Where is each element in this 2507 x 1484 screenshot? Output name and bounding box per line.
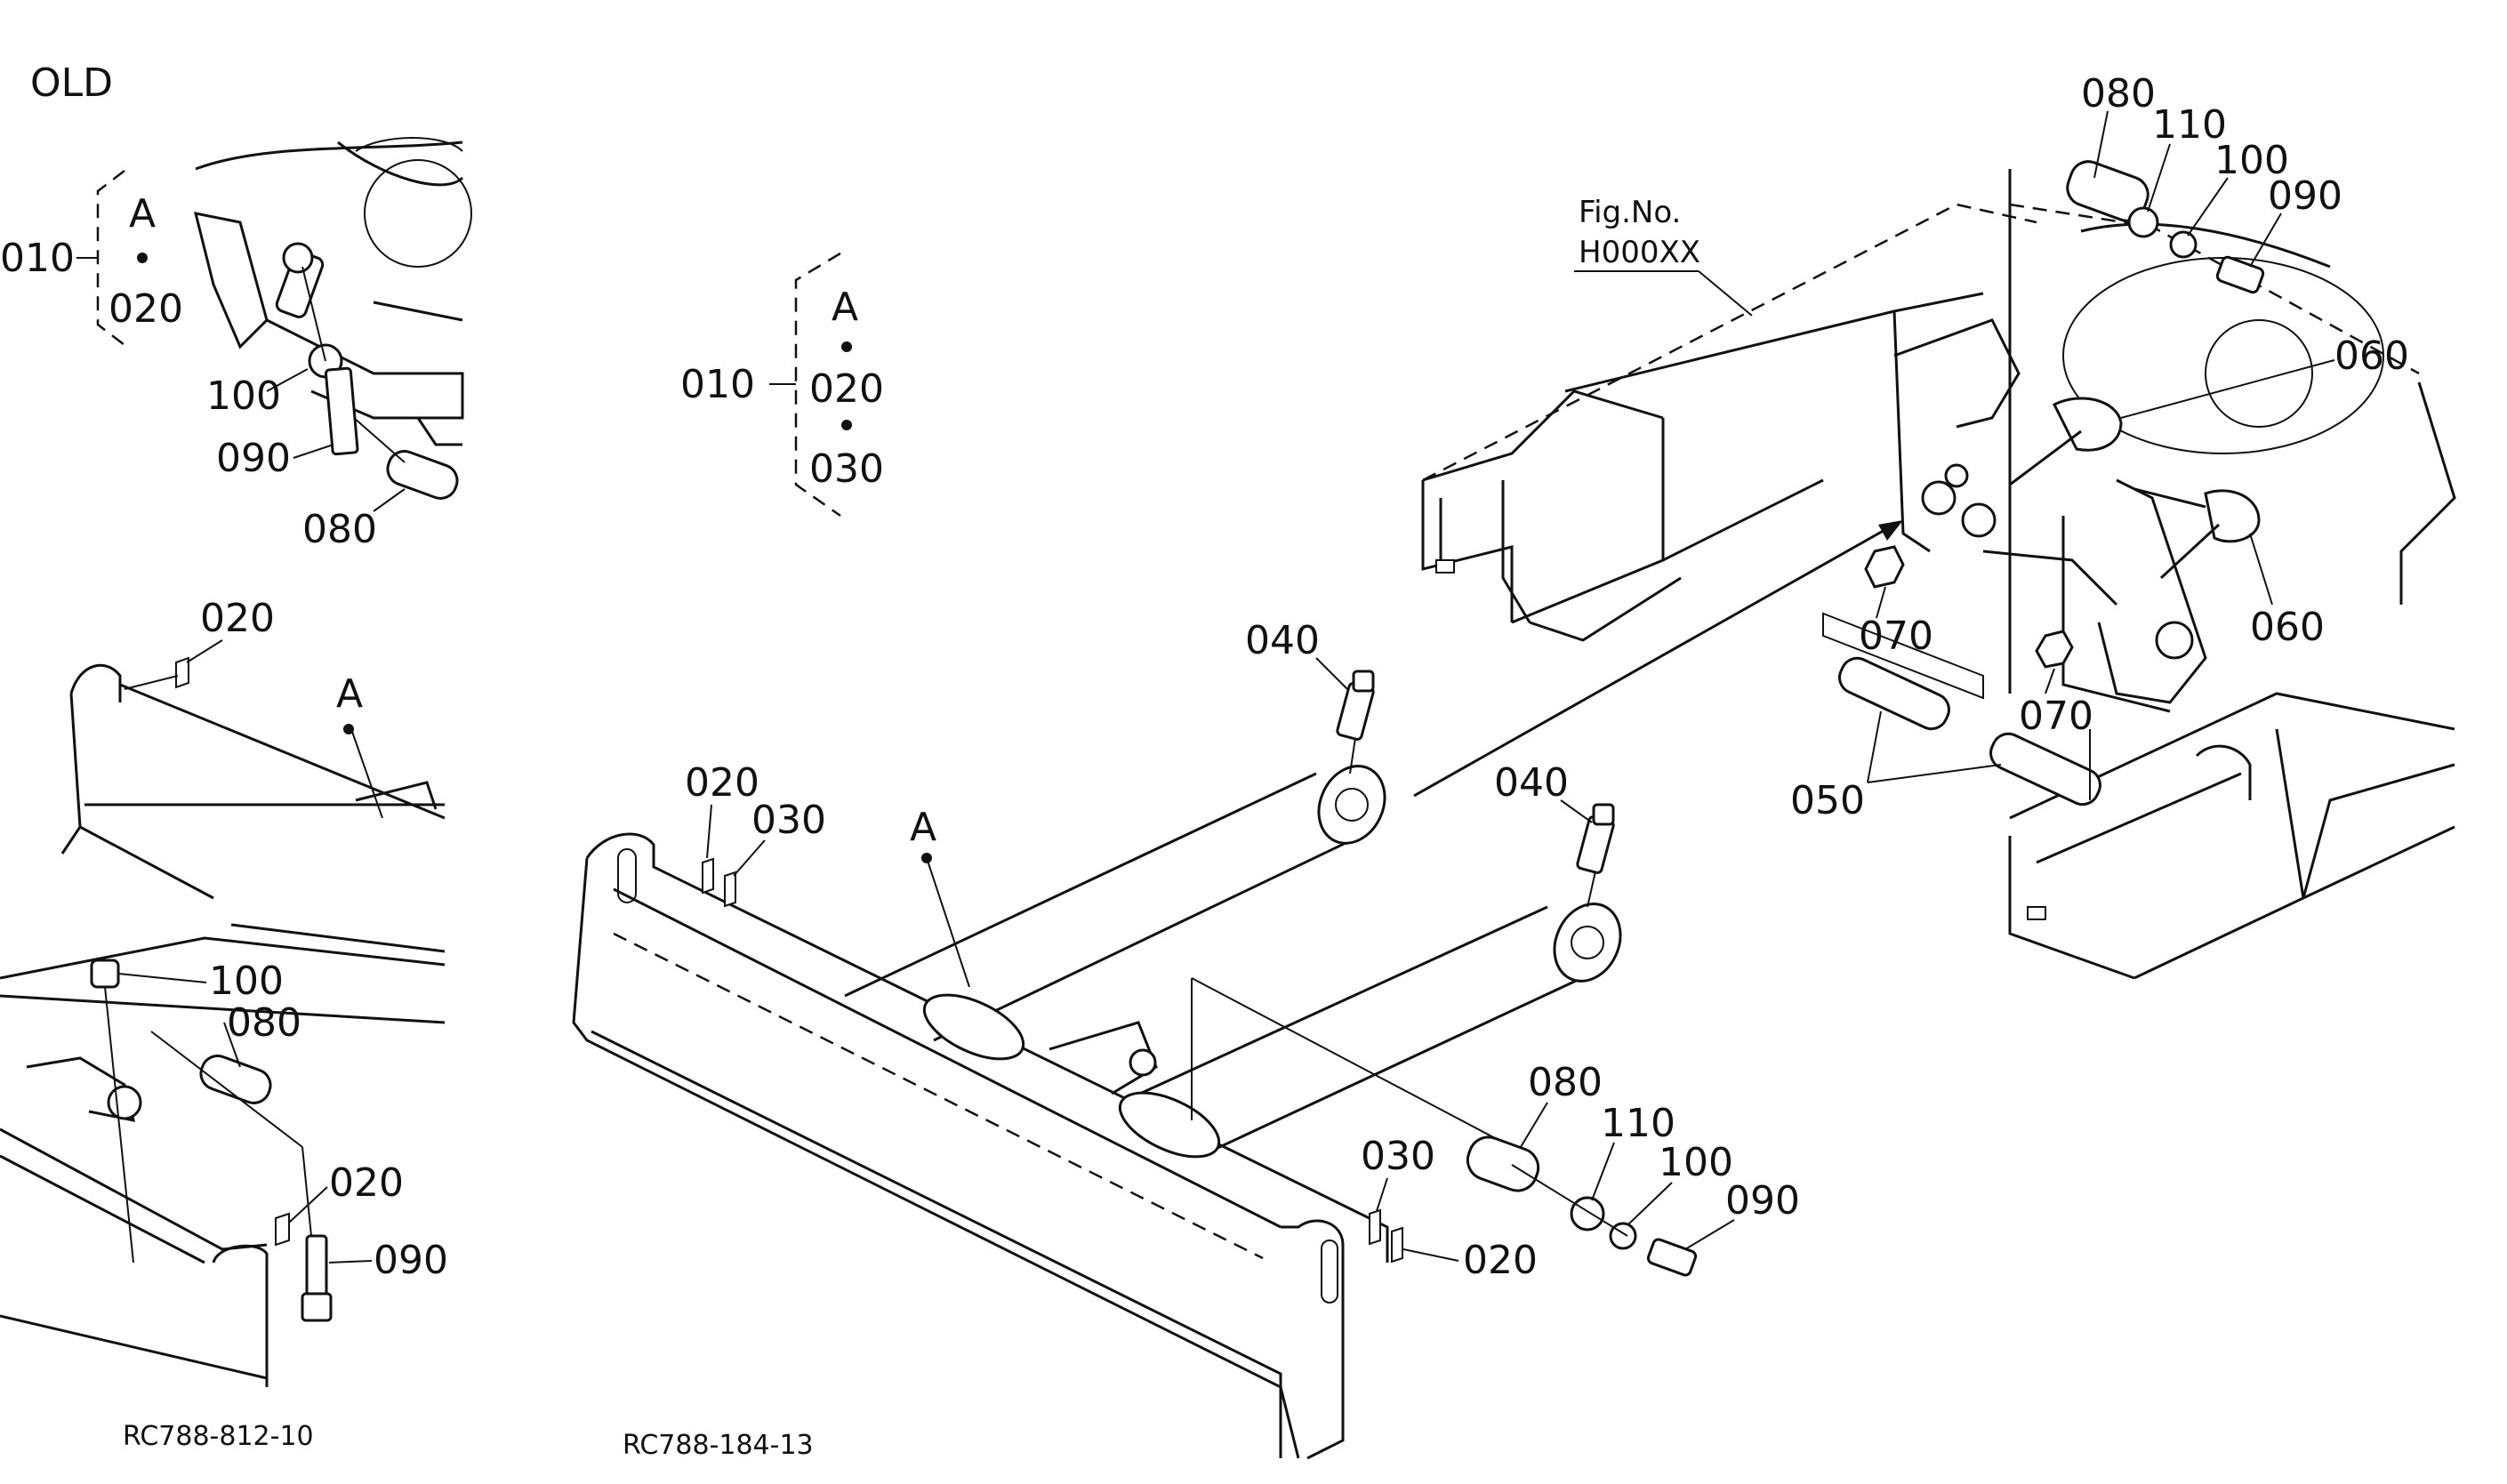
main-callout-100: 100	[1659, 1140, 1733, 1185]
old-upper-detail	[193, 137, 472, 500]
frame-callout-100: 100	[2214, 138, 2289, 183]
old-drawing-code: RC788-812-10	[123, 1421, 314, 1452]
main-drawing-code: RC788-184-13	[623, 1430, 814, 1461]
main-bracket-id: 010	[680, 362, 755, 407]
main-bracket: 010 A 020 030	[680, 252, 884, 517]
pins-050	[1822, 612, 2101, 806]
main-callout-090: 090	[1725, 1178, 1800, 1223]
old-callout-080b: 080	[227, 1000, 301, 1046]
old-callout-a: A	[336, 671, 363, 717]
main-callout-030: 030	[751, 798, 826, 843]
main-bracket-letter: A	[832, 285, 858, 330]
bolts-nuts	[1864, 160, 2265, 669]
main-callout-040a: 040	[1245, 618, 1320, 663]
shim-plates	[702, 857, 1403, 1263]
old-blade-callouts: 020 A	[186, 596, 363, 734]
main-callout-020: 020	[685, 760, 759, 806]
frame-callout-050: 050	[1790, 778, 1865, 823]
main-callout-030b: 030	[1361, 1134, 1435, 1179]
old-upper-callouts: 100 090 080	[206, 368, 406, 552]
frame-callout-070a: 070	[1859, 614, 1933, 659]
main-callouts: 040 040 020 030 A 080 110 100 090 030 02…	[685, 618, 1800, 1283]
frame-callout-110: 110	[2152, 102, 2227, 148]
old-callout-090b: 090	[374, 1238, 448, 1283]
frame-callout-060b: 060	[2250, 605, 2325, 650]
push-arms	[844, 765, 1622, 1159]
frame-callouts: Fig.No. H000XX 080 110 100 090 060 060 0…	[1574, 71, 2409, 823]
track-frame	[1421, 169, 2456, 980]
old-bracket-letter: A	[129, 191, 156, 237]
main-callout-040b: 040	[1494, 760, 1569, 806]
main-bracket-item-030: 030	[809, 446, 884, 492]
dozer-blade	[572, 832, 1389, 1460]
old-lower-detail	[0, 923, 446, 1387]
main-callout-080: 080	[1528, 1060, 1603, 1105]
old-callout-020b: 020	[329, 1160, 404, 1206]
assembly-arrow	[1413, 520, 1903, 798]
old-bracket-item: 020	[108, 286, 183, 332]
fig-ref-line2: H000XX	[1579, 235, 1700, 270]
frame-callout-060a: 060	[2334, 333, 2409, 379]
pin-stack	[1466, 1135, 1698, 1277]
old-callout-090: 090	[216, 436, 291, 481]
main-callout-020b: 020	[1463, 1238, 1538, 1283]
frame-callout-090: 090	[2268, 173, 2342, 219]
frame-callout-070b: 070	[2019, 694, 2093, 739]
old-bracket: 010 A 020	[0, 170, 183, 346]
old-callout-020a: 020	[200, 596, 275, 641]
old-callout-100: 100	[206, 373, 281, 419]
frame-callout-080: 080	[2081, 71, 2156, 116]
old-label: OLD	[30, 60, 113, 106]
fig-ref-line1: Fig.No.	[1579, 195, 1681, 230]
main-callout-a: A	[910, 805, 936, 850]
grease-fittings	[1336, 670, 1615, 908]
main-callout-110: 110	[1601, 1101, 1675, 1146]
old-callout-080: 080	[302, 507, 377, 552]
old-lower-callouts: 100 080 020 090	[117, 959, 448, 1283]
old-bracket-id: 010	[0, 236, 75, 281]
main-bracket-item-020: 020	[809, 366, 884, 412]
old-callout-100b: 100	[209, 959, 284, 1004]
old-blade-detail	[60, 656, 446, 900]
